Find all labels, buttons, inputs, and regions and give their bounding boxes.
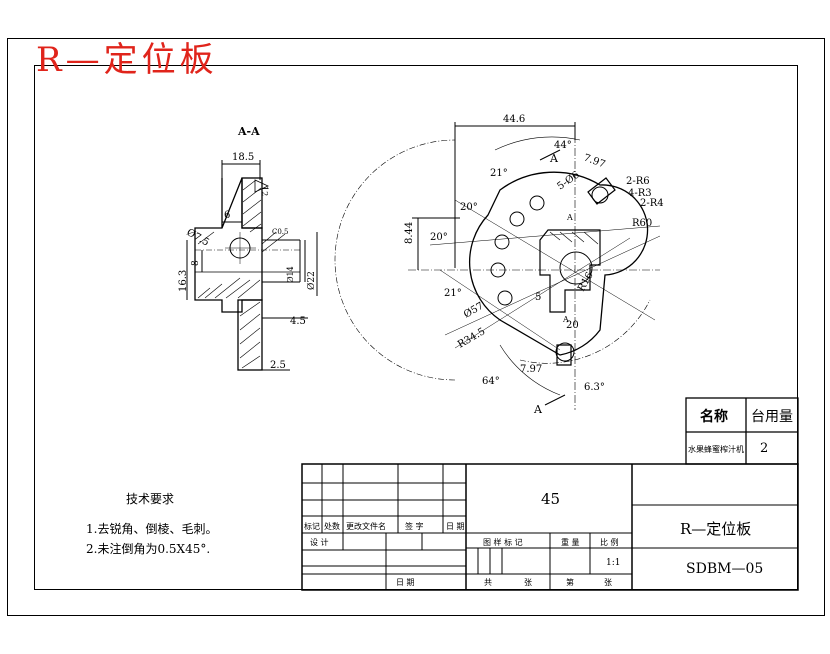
section-label: A-A (237, 125, 260, 138)
title-block (301, 463, 799, 591)
svg-text:12: 12 (260, 186, 269, 196)
svg-text:64°: 64° (482, 376, 500, 387)
svg-text:2-R4: 2-R4 (640, 198, 664, 209)
material: 45 (541, 490, 561, 508)
svg-text:R34.5: R34.5 (456, 326, 487, 350)
svg-text:Ø22: Ø22 (306, 271, 317, 290)
svg-text:7.97: 7.97 (520, 364, 542, 375)
svg-text:Ø7.5: Ø7.5 (185, 227, 211, 249)
svg-text:Ø14: Ø14 (286, 266, 295, 283)
svg-text:5: 5 (535, 292, 541, 303)
parts-row-qty: 2 (760, 441, 769, 456)
svg-text:20°: 20° (460, 202, 478, 213)
label-count: 处数 (324, 522, 340, 531)
svg-text:16.3: 16.3 (178, 270, 189, 292)
svg-text:R16: R16 (576, 270, 596, 293)
tech-line-2: 2.未注倒角为0.5X45°. (86, 542, 211, 556)
svg-text:20: 20 (566, 320, 579, 331)
svg-text:8.44: 8.44 (404, 222, 415, 244)
label-sign: 签 字 (405, 522, 424, 531)
scale: 1:1 (606, 558, 621, 568)
label-mark: 标记 (304, 522, 320, 531)
svg-text:44.6: 44.6 (503, 114, 525, 125)
dim-18-5: 18.5 (232, 152, 254, 163)
label-stage: 图 样 标 记 (483, 538, 523, 547)
part-name: R—定位板 (680, 520, 752, 538)
svg-text:A: A (566, 213, 573, 222)
svg-text:4.5: 4.5 (290, 316, 306, 327)
svg-text:21°: 21° (490, 168, 508, 179)
svg-text:2-R6: 2-R6 (626, 176, 650, 187)
svg-text:Ø57: Ø57 (462, 301, 486, 321)
drawing-title: R—定位板 (36, 40, 218, 80)
section-view-a-a: A-A 18.5 (178, 125, 318, 371)
label-sheet: 张 (604, 578, 612, 587)
label-weight: 重 量 (561, 538, 580, 547)
label-page: 第 (566, 578, 574, 587)
label-date-2: 日 期 (396, 578, 415, 587)
svg-text:A: A (562, 315, 569, 324)
svg-text:7.97: 7.97 (582, 152, 607, 170)
svg-text:4-R3: 4-R3 (628, 188, 652, 199)
tech-line-1: 1.去锐角、倒棱、毛刺。 (86, 522, 218, 536)
sheet-outer-border (7, 38, 825, 616)
label-total: 共 (484, 578, 492, 587)
svg-text:A: A (533, 403, 543, 416)
parts-row-name: 水果蜂蜜榨汁机 (688, 445, 744, 454)
svg-text:2.5: 2.5 (270, 360, 286, 371)
label-date: 日 期 (446, 522, 465, 531)
tech-heading: 技术要求 (126, 492, 175, 506)
front-view: 44.6 8.44 44° 7.97 21° 5-Ø6 2-R6 4-R3 2-… (334, 114, 664, 416)
svg-text:6: 6 (224, 210, 230, 221)
svg-text:21°: 21° (444, 288, 462, 299)
label-doc: 更改文件名 (346, 522, 386, 531)
svg-text:R60: R60 (632, 218, 652, 229)
label-ratio: 比 例 (600, 538, 619, 547)
label-sheets: 张 (524, 578, 532, 587)
svg-text:A: A (549, 152, 559, 165)
svg-text:6.3°: 6.3° (584, 382, 605, 393)
svg-text:20°: 20° (430, 232, 448, 243)
parts-header-qty: 台用量 (751, 409, 793, 425)
label-design: 设 计 (310, 538, 329, 547)
parts-header-name: 名称 (700, 409, 728, 425)
svg-text:44°: 44° (554, 140, 572, 151)
svg-text:C0.5: C0.5 (272, 228, 289, 236)
svg-text:8: 8 (191, 260, 201, 266)
drawing-number: SDBM—05 (686, 561, 764, 577)
